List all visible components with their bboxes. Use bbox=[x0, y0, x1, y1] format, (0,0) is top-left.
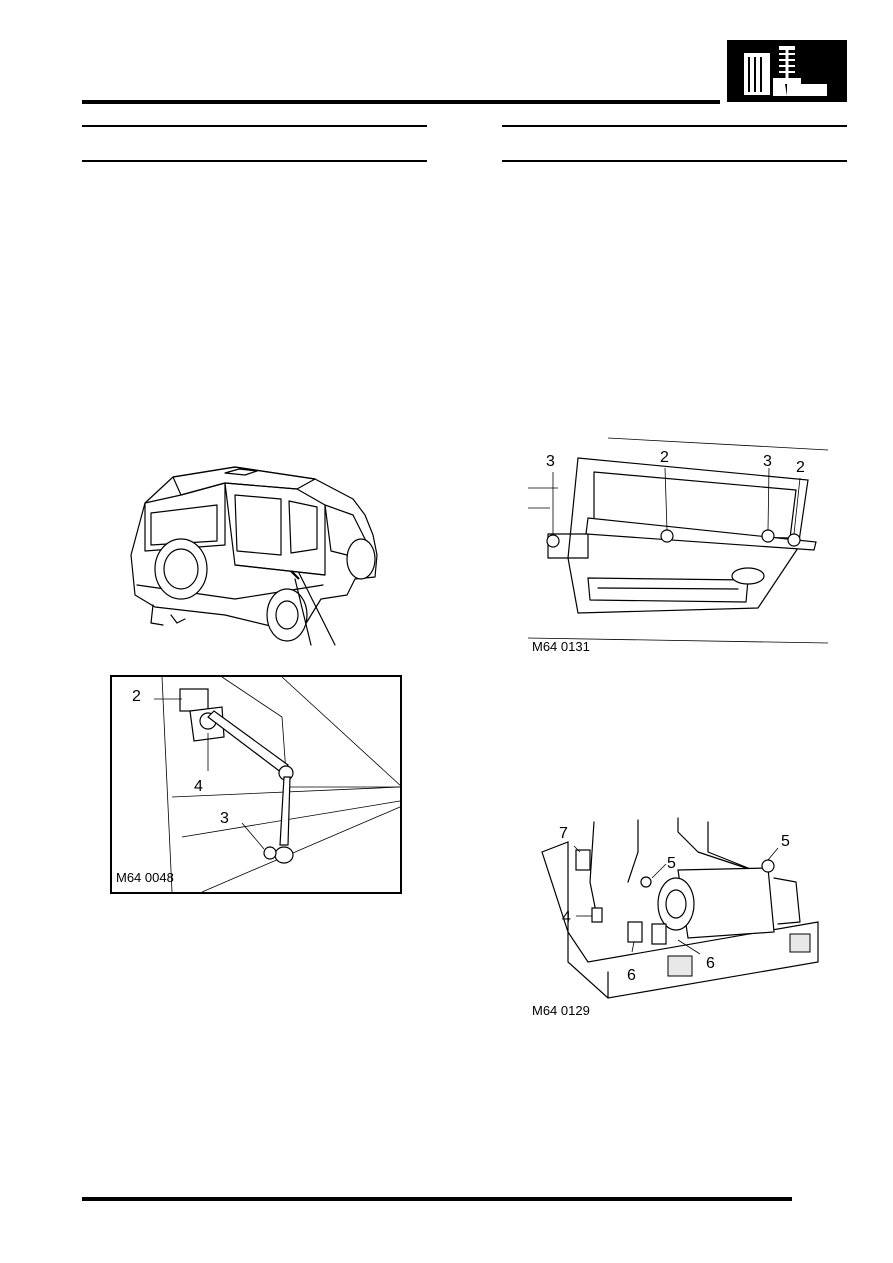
callout-6-left: 6 bbox=[627, 967, 636, 984]
height-sensor-drawing bbox=[154, 676, 403, 893]
right-heading-rule-top bbox=[502, 125, 847, 127]
callout-2: 2 bbox=[132, 688, 141, 705]
vehicle-illustration bbox=[130, 466, 378, 646]
callout-4: 4 bbox=[194, 778, 203, 795]
compressor-drawing bbox=[541, 817, 819, 999]
callout-2-left: 2 bbox=[660, 449, 669, 466]
callout-5-center: 5 bbox=[667, 855, 676, 872]
section-tab bbox=[727, 40, 847, 102]
reservoir-drawing bbox=[527, 437, 829, 644]
sensor-detail-inset: 2 4 3 M64 0048 bbox=[110, 675, 403, 894]
figure-height-sensor: 2 4 3 M64 0048 bbox=[85, 455, 405, 895]
callout-2-right: 2 bbox=[796, 459, 805, 476]
right-heading-rule-bottom bbox=[502, 160, 847, 162]
callout-6-right: 6 bbox=[706, 955, 715, 972]
suspension-spring-icon bbox=[744, 46, 827, 96]
callout-7: 7 bbox=[559, 825, 568, 842]
callout-5-right: 5 bbox=[781, 833, 790, 850]
figure-compressor: 7 5 5 4 6 6 M64 0129 bbox=[528, 812, 828, 1022]
header-rule bbox=[82, 100, 720, 104]
callout-3-right: 3 bbox=[763, 453, 772, 470]
callout-3-left: 3 bbox=[546, 453, 555, 470]
callout-4: 4 bbox=[562, 909, 571, 926]
left-heading-rule-top bbox=[82, 125, 427, 127]
left-heading-rule-bottom bbox=[82, 160, 427, 162]
figure-reference: M64 0129 bbox=[532, 1003, 590, 1018]
footer-rule bbox=[82, 1197, 792, 1201]
figure-reservoir: 3 2 3 2 M64 0131 bbox=[527, 437, 829, 660]
figure-reference: M64 0131 bbox=[532, 639, 590, 654]
callout-3: 3 bbox=[220, 810, 229, 827]
figure-reference: M64 0048 bbox=[116, 870, 174, 885]
